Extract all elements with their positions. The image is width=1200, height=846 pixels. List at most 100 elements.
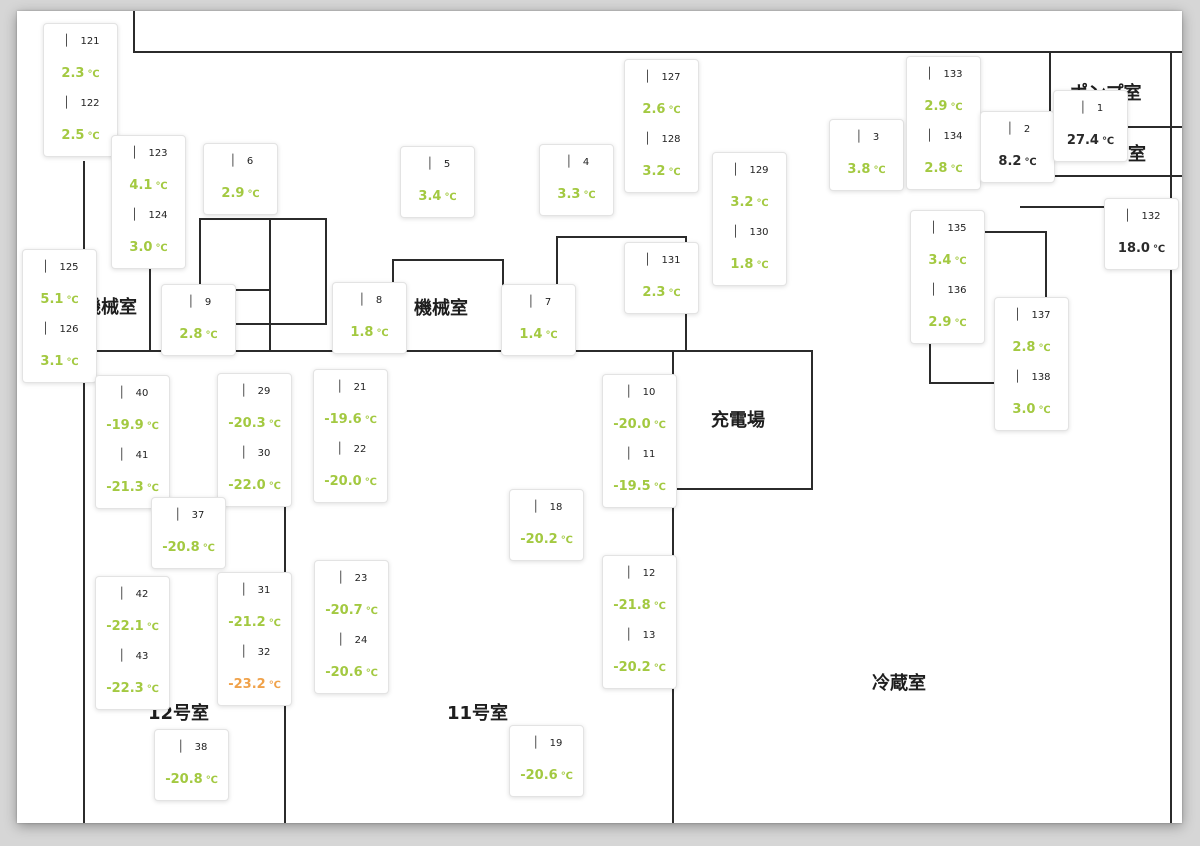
sensor-temperature: 2.9℃ — [204, 186, 277, 201]
sensor-id: 38 — [194, 742, 208, 753]
temperature-unit: ℃ — [873, 165, 886, 176]
temperature-unit: ℃ — [146, 483, 159, 494]
room-label-charging-area: 充電場 — [711, 410, 765, 431]
temperature-value: 2.8 — [179, 327, 203, 342]
sensor-temperature: 2.8℃ — [907, 161, 980, 176]
sensor-reading: │21-19.6℃ — [314, 370, 387, 432]
sensor-header: │23 — [315, 571, 388, 584]
temperature-value: 3.0 — [1012, 402, 1036, 417]
sensor-id: 2 — [1023, 124, 1031, 135]
thermometer-icon: │ — [1006, 122, 1014, 135]
temperature-value: -22.1 — [106, 619, 144, 634]
sensor-temperature: -22.3℃ — [96, 681, 169, 696]
sensor-temperature: -19.6℃ — [314, 412, 387, 427]
temperature-value: -20.6 — [325, 665, 363, 680]
sensor-reading: │31-21.2℃ — [218, 573, 291, 635]
temperature-value: 3.4 — [928, 253, 952, 268]
sensor-temperature: -20.6℃ — [315, 665, 388, 680]
sensor-temperature: 3.2℃ — [625, 164, 698, 179]
temperature-value: 27.4 — [1066, 133, 1099, 148]
temperature-value: 2.8 — [924, 161, 948, 176]
sensor-temperature: -23.2℃ — [218, 677, 291, 692]
temperature-value: -20.6 — [520, 768, 558, 783]
wall — [133, 51, 1182, 53]
sensor-card[interactable]: │18-20.2℃ — [509, 489, 584, 561]
thermometer-icon: │ — [240, 583, 247, 596]
sensor-id: 136 — [947, 285, 967, 296]
sensor-reading: │37-20.8℃ — [152, 498, 225, 560]
sensor-id: 130 — [749, 227, 769, 238]
sensor-header: │133 — [907, 67, 980, 80]
temperature-unit: ℃ — [268, 618, 281, 629]
thermometer-icon: │ — [42, 322, 49, 335]
sensor-card[interactable]: │37-20.8℃ — [151, 497, 226, 569]
sensor-card[interactable]: │29-20.3℃│30-22.0℃ — [217, 373, 292, 507]
sensor-card[interactable]: │19-20.6℃ — [509, 725, 584, 797]
sensor-card[interactable]: │23-20.7℃│24-20.6℃ — [314, 560, 389, 694]
sensor-temperature: 3.4℃ — [911, 253, 984, 268]
sensor-reading: │29-20.3℃ — [218, 374, 291, 436]
sensor-temperature: 3.2℃ — [713, 195, 786, 210]
sensor-card[interactable]: │31-21.2℃│32-23.2℃ — [217, 572, 292, 706]
temperature-value: -20.2 — [520, 532, 558, 547]
temperature-value: 3.8 — [847, 162, 871, 177]
sensor-card[interactable]: │21-19.6℃│22-20.0℃ — [313, 369, 388, 503]
thermometer-icon: │ — [930, 283, 937, 296]
sensor-reading: │129 3.2℃ — [713, 153, 786, 215]
sensor-header: │137 — [995, 308, 1068, 321]
sensor-temperature: 2.9℃ — [911, 315, 984, 330]
sensor-reading: │24-20.6℃ — [315, 623, 388, 685]
sensor-id: 42 — [135, 589, 149, 600]
sensor-reading: │32-23.2℃ — [218, 635, 291, 697]
thermometer-icon: │ — [1014, 370, 1021, 383]
sensor-header: │7 — [502, 295, 575, 308]
temperature-value: 3.1 — [40, 354, 64, 369]
sensor-card[interactable]: │38-20.8℃ — [154, 729, 229, 801]
sensor-id: 124 — [148, 210, 168, 221]
sensor-header: │129 — [713, 163, 786, 176]
temperature-value: 3.4 — [418, 189, 442, 204]
sensor-reading: │22-20.0℃ — [314, 432, 387, 494]
sensor-card[interactable]: │12-21.8℃│13-20.2℃ — [602, 555, 677, 689]
temperature-unit: ℃ — [66, 295, 79, 306]
sensor-card[interactable]: │10-20.0℃│11-19.5℃ — [602, 374, 677, 508]
temperature-unit: ℃ — [1101, 136, 1115, 147]
sensor-id: 128 — [661, 134, 681, 145]
sensor-reading: │23-20.7℃ — [315, 561, 388, 623]
sensor-card[interactable]: │42-22.1℃│43-22.3℃ — [95, 576, 170, 710]
thermometer-icon: │ — [855, 130, 863, 143]
sensor-reading: │41-21.3℃ — [96, 438, 169, 500]
thermometer-icon: │ — [565, 155, 573, 168]
temperature-value: 2.3 — [61, 66, 85, 81]
temperature-value: -21.8 — [613, 598, 651, 613]
sensor-card[interactable]: │40-19.9℃│41-21.3℃ — [95, 375, 170, 509]
sensor-temperature: -20.0℃ — [603, 417, 676, 432]
temperature-unit: ℃ — [155, 243, 168, 254]
sensor-id: 131 — [661, 255, 681, 266]
temperature-unit: ℃ — [146, 421, 159, 432]
